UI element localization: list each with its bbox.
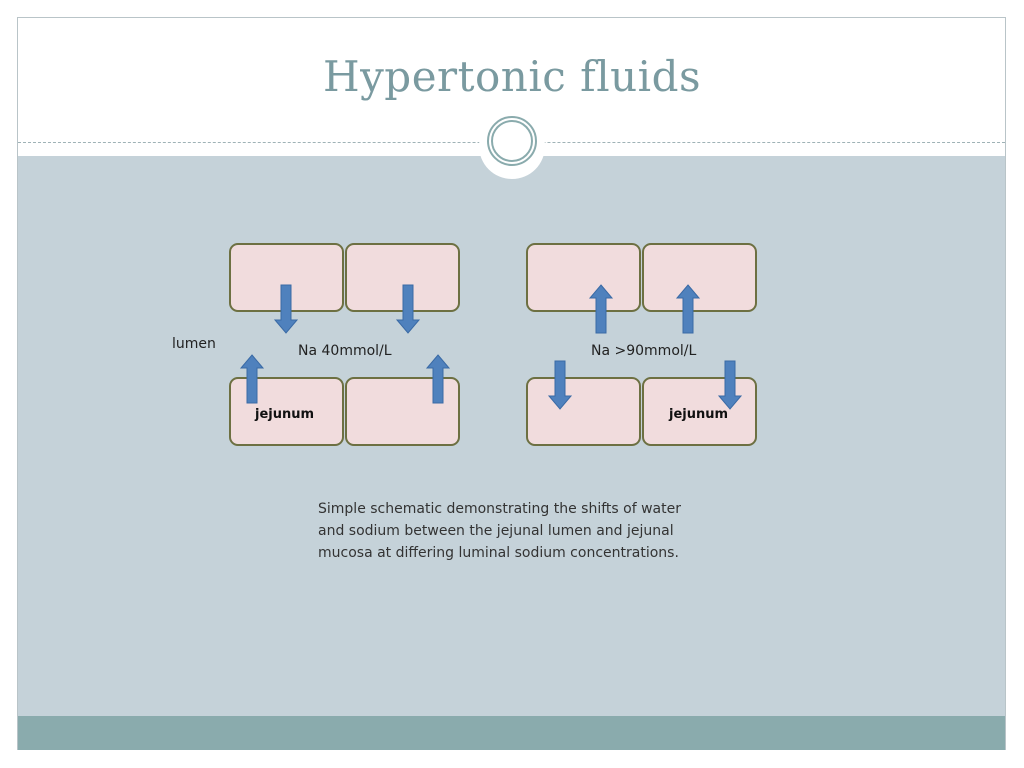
cell-right-top-2 [642, 243, 757, 312]
divider-ring-inner-icon [491, 120, 533, 162]
footer-bar [18, 716, 1005, 750]
na-right-label: Na >90mmol/L [591, 343, 697, 359]
diagram-caption: Simple schematic demonstrating the shift… [318, 498, 738, 564]
arrow-up-icon [425, 354, 451, 404]
arrow-down-icon [273, 284, 299, 334]
cell-right-top-1 [526, 243, 641, 312]
lumen-label: lumen [172, 336, 216, 352]
arrow-up-icon [239, 354, 265, 404]
arrow-down-icon [717, 360, 743, 410]
caption-line: and sodium between the jejunal lumen and… [318, 523, 674, 539]
cell-right-bottom-2 [642, 377, 757, 446]
cell-left-bottom-1 [229, 377, 344, 446]
jejunum-left-label: jejunum [255, 407, 315, 422]
arrow-down-icon [547, 360, 573, 410]
caption-line: Simple schematic demonstrating the shift… [318, 501, 681, 517]
cell-right-bottom-1 [526, 377, 641, 446]
na-left-label: Na 40mmol/L [298, 343, 392, 359]
content-area [18, 156, 1005, 716]
slide-title: Hypertonic fluids [322, 52, 702, 101]
jejunum-right-label: jejunum [669, 407, 729, 422]
arrow-up-icon [588, 284, 614, 334]
arrow-up-icon [675, 284, 701, 334]
caption-line: mucosa at differing luminal sodium conce… [318, 545, 679, 561]
arrow-down-icon [395, 284, 421, 334]
